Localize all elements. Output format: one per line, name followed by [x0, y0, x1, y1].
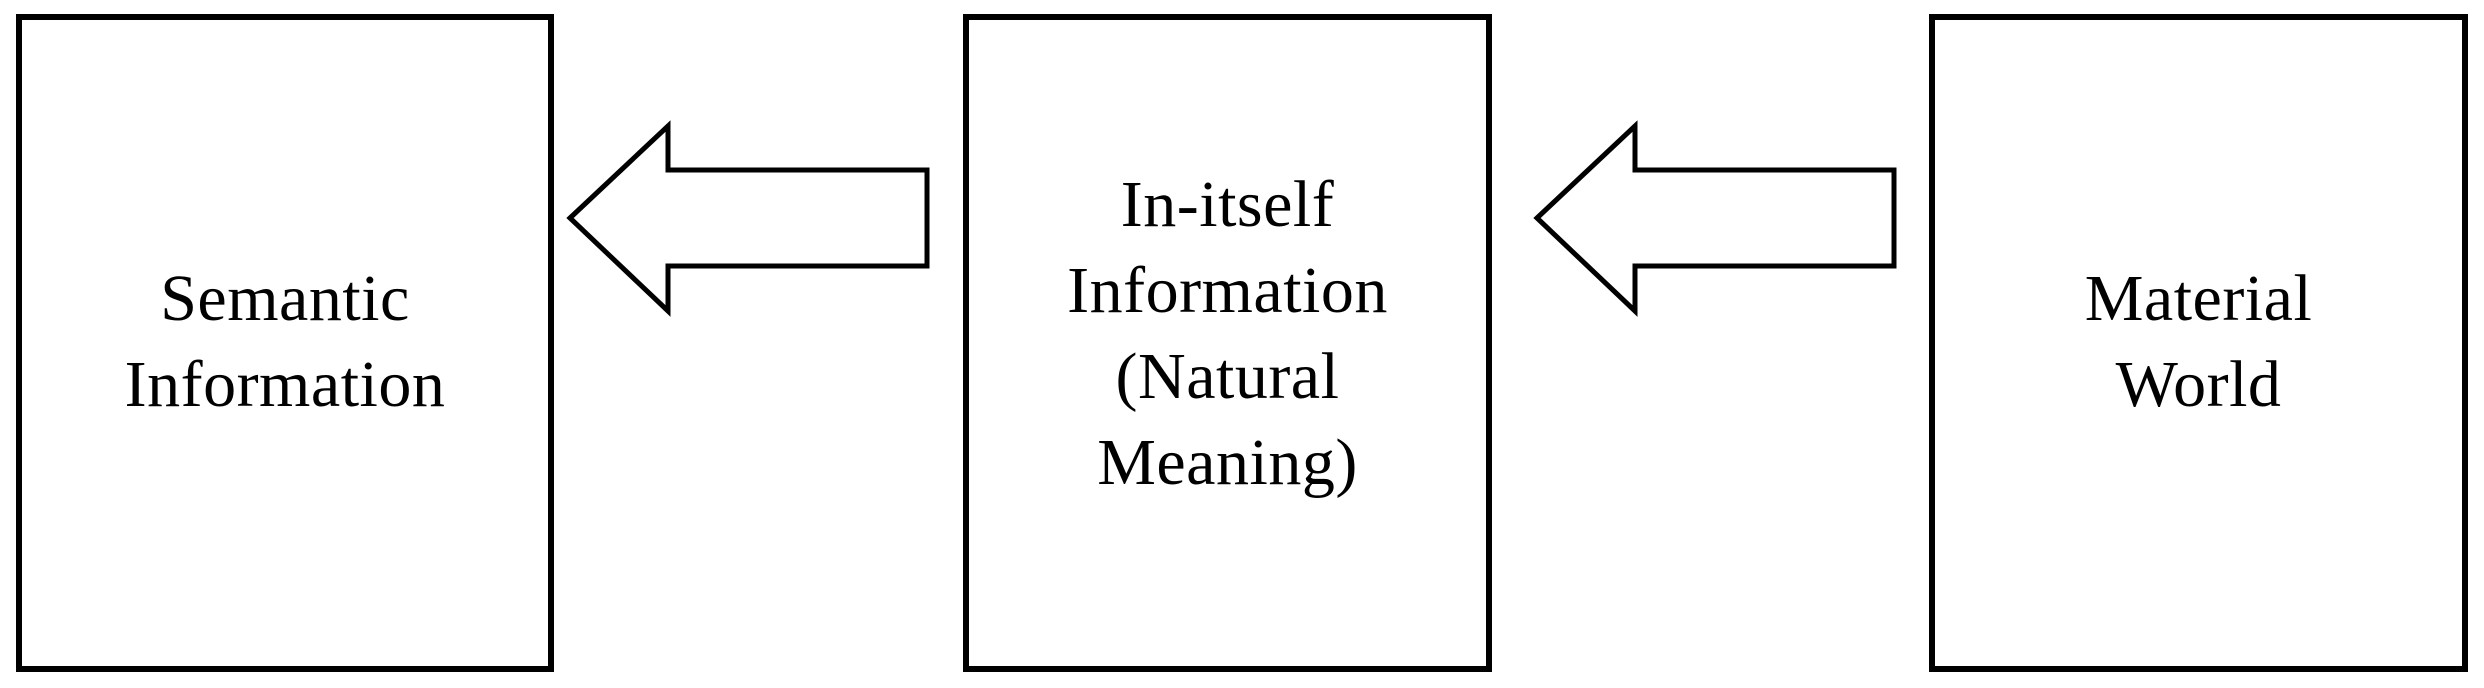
material-world-box: Material World	[1929, 14, 2468, 672]
semantic-information-box: Semantic Information	[16, 14, 554, 672]
in-itself-line-1: In-itself	[1120, 168, 1335, 241]
in-itself-line-4: Meaning)	[1097, 426, 1358, 499]
in-itself-line-3: (Natural	[1115, 340, 1340, 413]
left-arrow-shape	[1533, 120, 1897, 317]
in-itself-information-box: In-itself Information (Natural Meaning)	[963, 14, 1492, 672]
material-world-label: Material World	[2085, 256, 2313, 428]
in-itself-information-label: In-itself Information (Natural Meaning)	[1067, 162, 1388, 506]
in-itself-line-2: Information	[1067, 254, 1388, 327]
left-arrow-shape	[566, 120, 930, 317]
material-world-line-2: World	[2115, 348, 2282, 421]
semantic-information-line-1: Semantic	[160, 262, 410, 335]
material-world-line-1: Material	[2084, 262, 2313, 335]
semantic-information-label: Semantic Information	[125, 256, 446, 428]
semantic-information-line-2: Information	[124, 348, 446, 421]
